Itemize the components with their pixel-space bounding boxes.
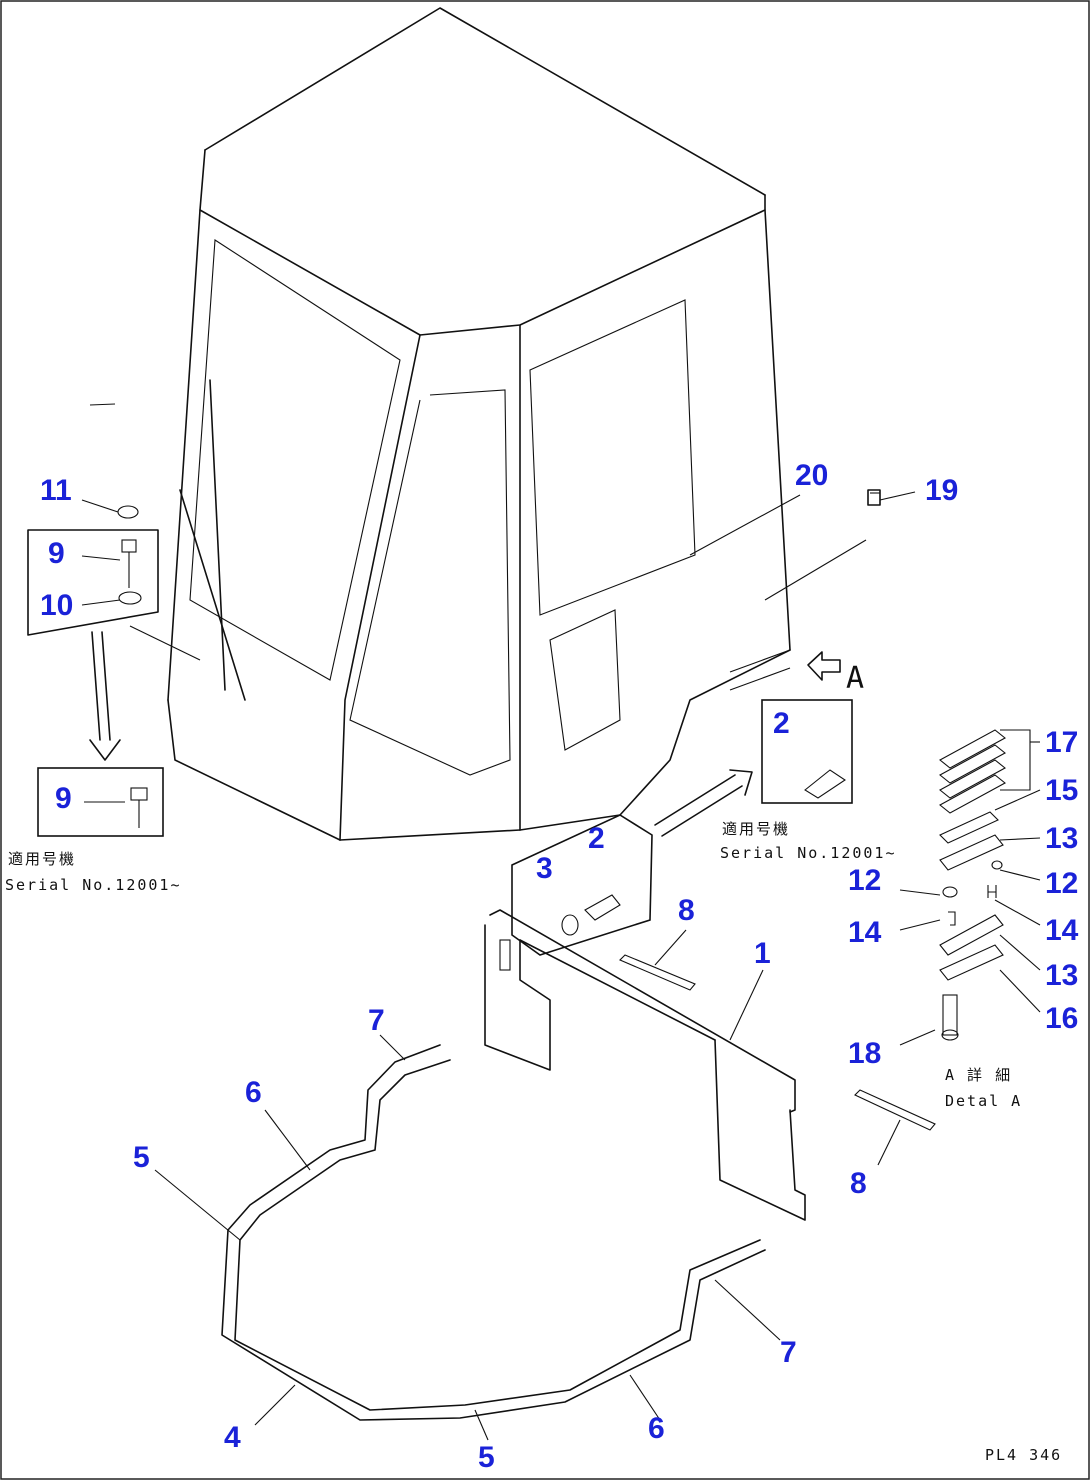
right-serial-group [511, 489, 881, 956]
callout-18: 18 [848, 1037, 881, 1070]
callout-8-lower: 8 [850, 1167, 867, 1200]
rail-part-8-upper [619, 954, 696, 991]
cab-assembly [167, 7, 791, 841]
left-detail-group [27, 505, 164, 837]
callout-8-upper: 8 [678, 894, 695, 927]
callout-5-bottom: 5 [478, 1441, 495, 1474]
callout-6-left: 6 [245, 1076, 262, 1109]
note-detail-en: Detal A [945, 1092, 1022, 1110]
callout-2-right: 2 [773, 707, 790, 740]
callout-19: 19 [925, 474, 958, 507]
callout-9-detail: 9 [55, 782, 72, 815]
callout-12-left: 12 [848, 864, 881, 897]
callout-7-left: 7 [368, 1004, 385, 1037]
callout-2-panel: 2 [588, 822, 605, 855]
note-left-jp: 適用号機 [8, 850, 76, 868]
callout-labels: 11 9 10 9 20 19 2 17 15 13 12 12 14 14 1… [40, 459, 1079, 1474]
callout-16: 16 [1045, 1002, 1078, 1035]
note-right-serial: Serial No.12001~ [720, 844, 897, 862]
callout-12-right: 12 [1045, 867, 1078, 900]
callout-14-left: 14 [848, 916, 882, 949]
callout-5-left: 5 [133, 1141, 150, 1174]
callout-6-right: 6 [648, 1412, 665, 1445]
callout-3: 3 [536, 852, 553, 885]
notes: 適用号機 Serial No.12001~ 適用号機 Serial No.120… [5, 820, 1062, 1464]
note-left-serial: Serial No.12001~ [5, 876, 182, 894]
callout-20: 20 [795, 459, 828, 492]
washer-part-10 [118, 591, 142, 605]
callout-11: 11 [40, 474, 72, 507]
bracket-detail-panel [511, 814, 653, 956]
note-right-jp: 適用号機 [722, 820, 790, 838]
callout-7-right: 7 [780, 1336, 797, 1369]
callout-15: 15 [1045, 774, 1078, 807]
callout-13-lower: 13 [1045, 959, 1078, 992]
drawing-number: PL4 346 [985, 1446, 1062, 1464]
callout-1: 1 [754, 937, 771, 970]
callout-4: 4 [224, 1421, 241, 1454]
frame-assembly [484, 909, 936, 1221]
seal-chain [221, 1044, 766, 1421]
cap-part-11 [117, 505, 139, 519]
callout-10: 10 [40, 589, 73, 622]
rail-part-8-lower [854, 1089, 936, 1131]
callout-9: 9 [48, 537, 65, 570]
note-detail-jp: A 詳 細 [945, 1066, 1012, 1084]
callout-13-upper: 13 [1045, 822, 1078, 855]
detail-a-group [939, 729, 1031, 1041]
callout-14-right: 14 [1045, 914, 1079, 947]
view-marker-label: A [846, 661, 864, 696]
view-arrow-icon [807, 651, 841, 681]
callout-17: 17 [1045, 726, 1078, 759]
